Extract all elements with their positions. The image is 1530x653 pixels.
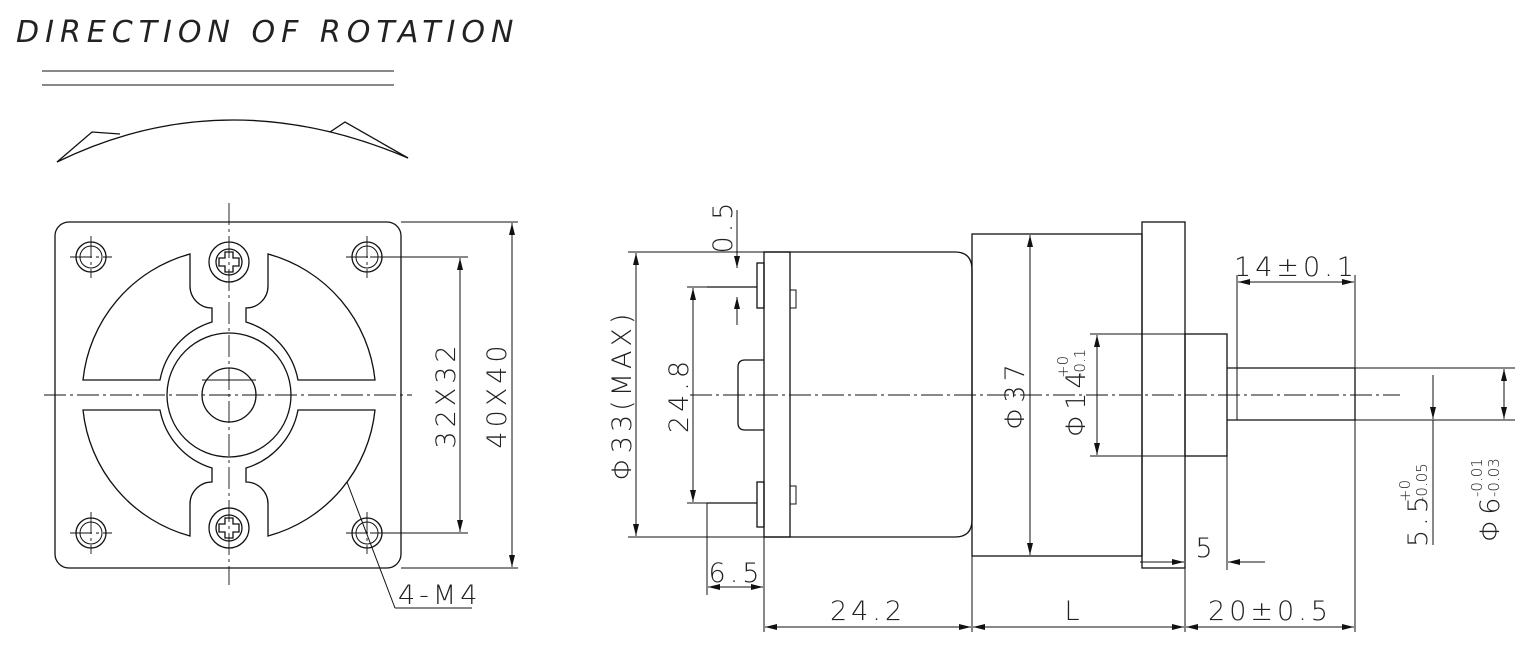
mount-hole-icon (70, 236, 388, 554)
dim-shaft-extension: 20±0.5 (1208, 596, 1332, 627)
dim-boss-tol-upper: +0 (1054, 356, 1072, 378)
screw-bottom-icon (208, 507, 250, 549)
dim-shaft-diameter: Φ6 (1475, 494, 1506, 542)
dim-4-m4: 4-M4 (398, 580, 481, 611)
side-view (628, 210, 1515, 632)
dim-32x32: 32X32 (431, 341, 462, 448)
dim-terminal-length: 6.5 (709, 558, 764, 589)
dim-shoulder: 5 (1195, 533, 1216, 564)
dim-shaft-tol-lower: -0.03 (1485, 458, 1503, 497)
dim-flat-tol-upper: +0 (1396, 480, 1414, 502)
dim-pin-spacing: 24.8 (664, 357, 695, 433)
front-view (44, 203, 518, 609)
dim-motor-length: 24.2 (830, 596, 906, 627)
dim-flat-tol-lower: -0.05 (1413, 463, 1431, 502)
dim-40x40: 40X40 (482, 341, 513, 448)
dim-boss-diameter: Φ14 (1061, 367, 1092, 437)
dim-body-diameter: Φ33(MAX) (607, 310, 638, 481)
rotation-arrow-icon (56, 119, 409, 163)
screw-top-icon (208, 241, 250, 283)
dim-flat: 5.5 (1403, 492, 1434, 547)
dim-gearbox-length: L (1064, 596, 1083, 627)
dim-boss-tol-lower: -0.1 (1071, 349, 1089, 378)
dim-shaft-length: 14±0.1 (1234, 252, 1358, 283)
dim-gearbox-diameter: Φ37 (1000, 360, 1031, 430)
dim-shaft-tol-upper: -0.01 (1468, 458, 1486, 497)
drawing-title: DIRECTION OF ROTATION (16, 15, 519, 50)
dim-pin-offset: 0.5 (708, 199, 739, 254)
